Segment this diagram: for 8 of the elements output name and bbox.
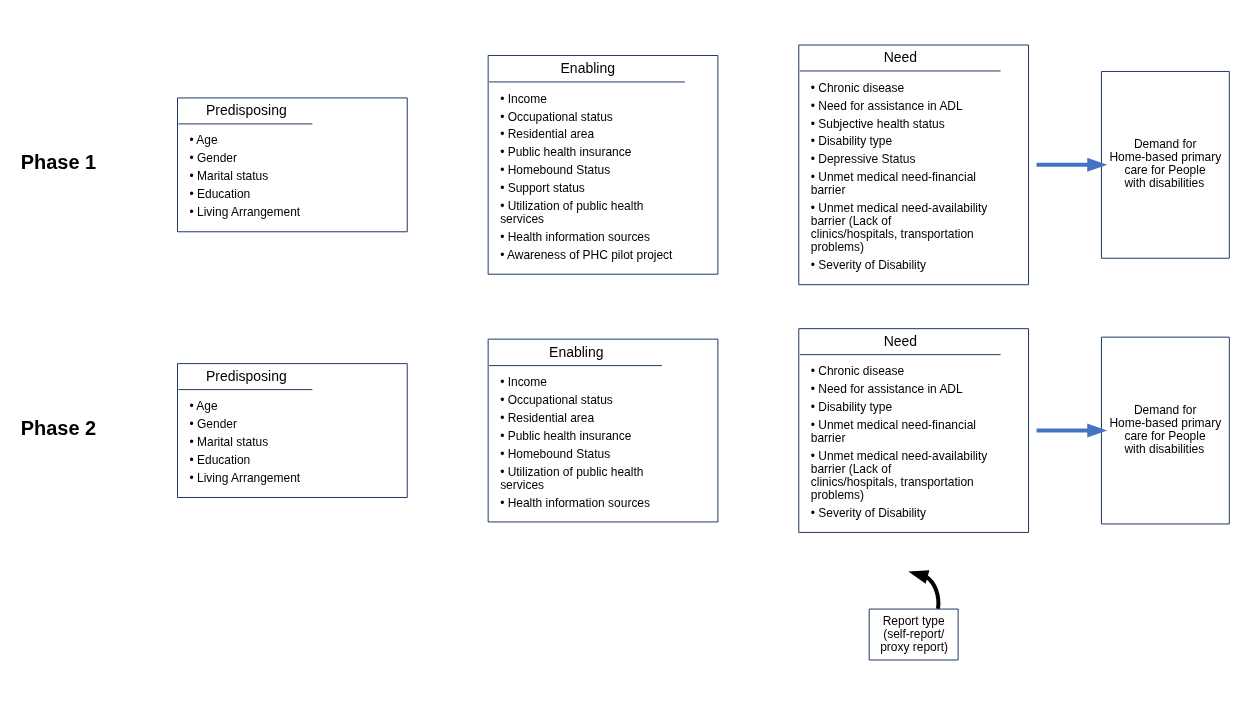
- node-box: Demand for Home-based primary care for People with disabilities: [1100, 70, 1230, 259]
- arrow: [1036, 423, 1108, 438]
- node-box: Demand for Home-based primary care for People with disabilities: [1100, 336, 1230, 525]
- node-box: Report type (self-report/ proxy report): [868, 608, 959, 661]
- arrow: [908, 570, 941, 609]
- label: Phase 1: [20, 150, 97, 173]
- label: Phase 2: [20, 416, 97, 439]
- arrow: [1036, 157, 1108, 172]
